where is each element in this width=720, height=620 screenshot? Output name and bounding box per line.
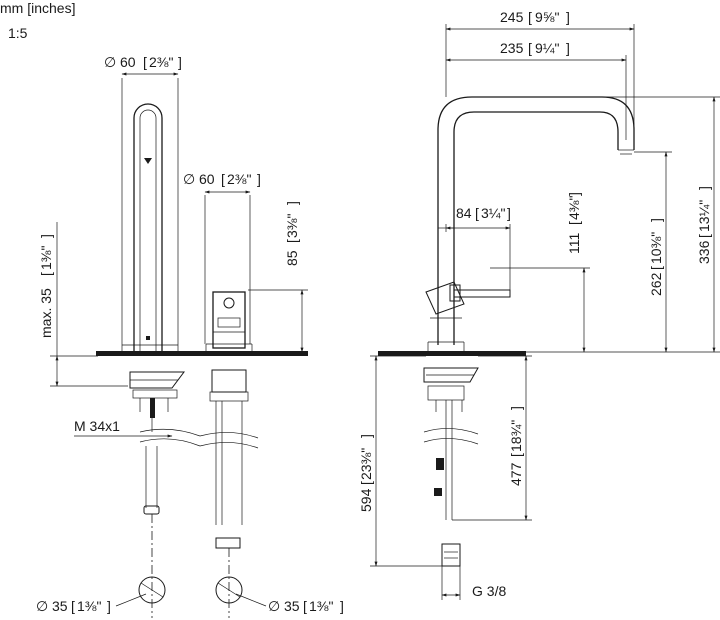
dim-below-deck: 594 23⅜" bbox=[358, 355, 442, 567]
dim-bracket: ] bbox=[178, 54, 182, 70]
left-spout-underdeck bbox=[129, 371, 201, 618]
dim-base-left: ∅ 35 [ 1⅜" ] bbox=[36, 593, 147, 614]
svg-text:]: ] bbox=[648, 218, 664, 222]
dim-bracket: [ bbox=[528, 40, 532, 56]
dim-bracket: ] bbox=[340, 598, 344, 614]
dim-bracket: ] bbox=[507, 205, 511, 221]
dim-handle-height: 85 3⅜" bbox=[248, 214, 308, 353]
dim-text: 2⅜" bbox=[227, 171, 251, 187]
dim-text: 9¼" bbox=[535, 40, 559, 56]
deck-plate-left bbox=[96, 351, 308, 356]
dim-base-right: ∅ 35 [ 1⅜" ] bbox=[235, 593, 344, 614]
dim-text: 336 bbox=[696, 240, 712, 264]
dim-bracket: ] bbox=[566, 40, 570, 56]
units-label: mm [inches] bbox=[0, 0, 75, 16]
svg-text:[: [ bbox=[358, 481, 374, 485]
dim-text: 84 bbox=[456, 205, 472, 221]
dim-lever-height: 111 4⅜" bbox=[490, 196, 590, 353]
dim-bracket: ] bbox=[257, 171, 261, 187]
dim-text: max. 35 bbox=[38, 288, 54, 338]
dim-bracket: [ bbox=[143, 54, 147, 70]
dim-text: M 34x1 bbox=[74, 418, 120, 434]
dim-phi-icon: ∅ bbox=[104, 54, 116, 70]
svg-text:]: ] bbox=[284, 201, 300, 205]
dim-text: 262 bbox=[648, 272, 664, 296]
left-handle bbox=[205, 291, 253, 352]
dim-phi-icon: ∅ bbox=[36, 598, 48, 614]
dim-text: 9⅝" bbox=[535, 9, 559, 25]
svg-text:]: ] bbox=[508, 406, 524, 410]
dim-bracket: [ bbox=[475, 205, 479, 221]
dim-text: 3¼" bbox=[481, 205, 505, 221]
dim-hose: 477 18¾" bbox=[452, 355, 532, 521]
dim-text: 60 bbox=[199, 171, 215, 187]
dim-bracket: [ bbox=[221, 171, 225, 187]
right-faucet-body bbox=[425, 96, 635, 352]
svg-text:]: ] bbox=[38, 234, 54, 238]
left-spout bbox=[121, 103, 179, 352]
svg-text:]: ] bbox=[566, 192, 582, 196]
dim-outlet-height: 262 10⅜" bbox=[590, 151, 672, 353]
dim-text: 23⅜" bbox=[358, 448, 374, 480]
dim-text: 1⅜" bbox=[38, 246, 54, 270]
dim-text: 1⅜" bbox=[77, 598, 101, 614]
dim-spout-diameter: ∅ 60 [ 2⅜" ] bbox=[104, 54, 182, 345]
svg-text:[: [ bbox=[648, 266, 664, 270]
dim-text: 35 bbox=[52, 598, 68, 614]
dim-text: G 3/8 bbox=[472, 583, 506, 599]
deck-plate-right bbox=[378, 351, 526, 356]
dim-phi-icon: ∅ bbox=[183, 171, 195, 187]
dim-text: 1⅜" bbox=[309, 598, 333, 614]
dim-bracket: ] bbox=[566, 9, 570, 25]
dim-text: 18¾" bbox=[508, 420, 524, 452]
dim-text: 60 bbox=[120, 54, 136, 70]
dim-phi-icon: ∅ bbox=[268, 598, 280, 614]
label-thread: M 34x1 bbox=[74, 418, 173, 438]
right-underdeck bbox=[423, 367, 479, 567]
dim-text: 85 bbox=[284, 250, 300, 266]
svg-text:[: [ bbox=[508, 453, 524, 457]
dim-text: 3⅜" bbox=[284, 214, 300, 238]
svg-text:[: [ bbox=[566, 221, 582, 225]
dim-max-deck: max. 35 1⅜" bbox=[38, 222, 128, 387]
dim-width-inner: 235 [ 9¼" ] bbox=[445, 40, 627, 140]
dim-bracket: [ bbox=[71, 598, 75, 614]
dim-text: 35 bbox=[284, 598, 300, 614]
dim-text: 111 bbox=[566, 233, 582, 254]
dim-handle-diameter: ∅ 60 [ 2⅜" ] bbox=[183, 171, 261, 344]
scale-label: 1:5 bbox=[8, 25, 28, 41]
dim-width-outer: 245 [ 9⅝" ] bbox=[445, 9, 635, 140]
dim-text: 235 bbox=[500, 40, 524, 56]
svg-text:]: ] bbox=[696, 186, 712, 190]
dim-text: 245 bbox=[500, 9, 524, 25]
dim-text: 2⅜" bbox=[149, 54, 173, 70]
dim-total-height: 336 13¼" bbox=[602, 96, 720, 353]
dim-bracket: ] bbox=[107, 598, 111, 614]
dim-brackets-right: [ ] [ ] [ ] [ ] [ ] [ ] [ ] bbox=[38, 186, 712, 485]
dim-bracket: [ bbox=[528, 9, 532, 25]
dim-lever-reach: 84 [ 3¼" ] bbox=[445, 205, 511, 290]
svg-text:[: [ bbox=[696, 234, 712, 238]
svg-text:[: [ bbox=[38, 272, 54, 276]
svg-text:[: [ bbox=[284, 239, 300, 243]
dim-text: 13¼" bbox=[696, 200, 712, 232]
dim-text: 10⅜" bbox=[648, 232, 664, 264]
dim-text: 594 bbox=[358, 488, 374, 512]
left-handle-underdeck bbox=[199, 369, 259, 618]
label-connection: G 3/8 bbox=[441, 566, 506, 600]
svg-text:]: ] bbox=[358, 434, 374, 438]
dim-text: 4⅜" bbox=[566, 196, 582, 220]
dim-text: 477 bbox=[508, 462, 524, 486]
dim-bracket: [ bbox=[303, 598, 307, 614]
